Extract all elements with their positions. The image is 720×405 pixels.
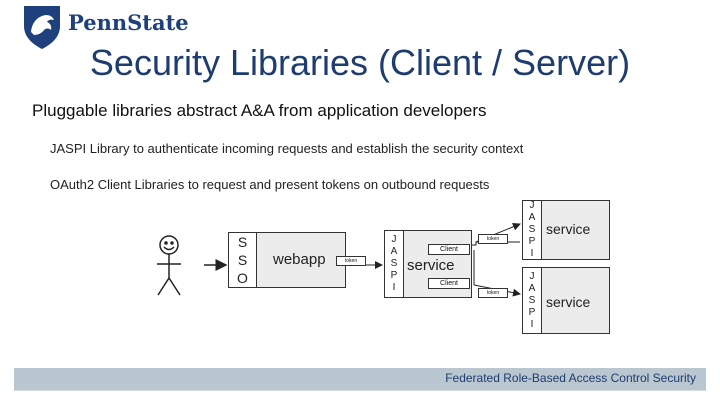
- sub-bullet-oauth2: OAuth2 Client Libraries to request and p…: [50, 177, 490, 192]
- sso-letter: S: [237, 234, 248, 250]
- client-library-tag: Client: [428, 278, 470, 289]
- footer-band: [14, 368, 706, 390]
- jaspi-letter: I: [392, 282, 396, 293]
- jaspi-letter: A: [528, 282, 536, 294]
- jaspi-letter: A: [390, 246, 398, 257]
- service-label: service: [407, 257, 455, 274]
- logo-wordmark: PennState: [68, 10, 189, 35]
- token-tag: token: [478, 234, 508, 244]
- client-library-tag: Client: [428, 244, 470, 255]
- jaspi-letter: J: [391, 234, 397, 245]
- service-box-right-1: J A S P I service: [522, 200, 610, 260]
- jaspi-letter: S: [528, 294, 536, 306]
- stick-figure-user-icon: [157, 235, 181, 296]
- jaspi-strip: J A S P I: [523, 268, 542, 333]
- sso-strip: S S O: [229, 233, 257, 287]
- service-box-right-2: J A S P I service: [522, 267, 610, 334]
- jaspi-strip: J A S P I: [385, 231, 404, 297]
- diagram-connectors: [157, 222, 521, 297]
- nittany-lion-shield-icon: [24, 6, 60, 49]
- footer-rule: [14, 390, 706, 391]
- jaspi-letter: P: [528, 306, 536, 318]
- jaspi-letter: A: [528, 212, 536, 223]
- pennstate-logo: PennState: [22, 4, 197, 52]
- sso-letter: O: [237, 270, 248, 286]
- webapp-label: webapp: [273, 251, 326, 268]
- jaspi-strip: J A S P I: [523, 201, 542, 259]
- footer-text: Federated Role-Based Access Control Secu…: [445, 371, 696, 385]
- jaspi-letter: I: [530, 248, 534, 259]
- jaspi-letter: J: [529, 200, 535, 211]
- sub-bullet-jaspi: JASPI Library to authenticate incoming r…: [50, 141, 524, 156]
- slide-title: Security Libraries (Client / Server): [89, 42, 631, 83]
- jaspi-letter: J: [529, 270, 535, 282]
- sso-letter: S: [237, 252, 248, 268]
- jaspi-letter: I: [530, 318, 534, 330]
- service-label: service: [546, 294, 591, 310]
- architecture-diagram: S S O webapp J A S P I service Client Cl…: [0, 190, 720, 370]
- jaspi-letter: P: [528, 236, 536, 247]
- jaspi-letter: S: [528, 224, 536, 235]
- token-tag: token: [336, 256, 366, 266]
- jaspi-letter: S: [390, 258, 398, 269]
- token-tag: token: [478, 288, 508, 298]
- jaspi-letter: P: [390, 270, 398, 281]
- main-bullet: Pluggable libraries abstract A&A from ap…: [32, 101, 487, 120]
- service-label: service: [546, 221, 591, 237]
- webapp-box: S S O webapp: [228, 232, 346, 288]
